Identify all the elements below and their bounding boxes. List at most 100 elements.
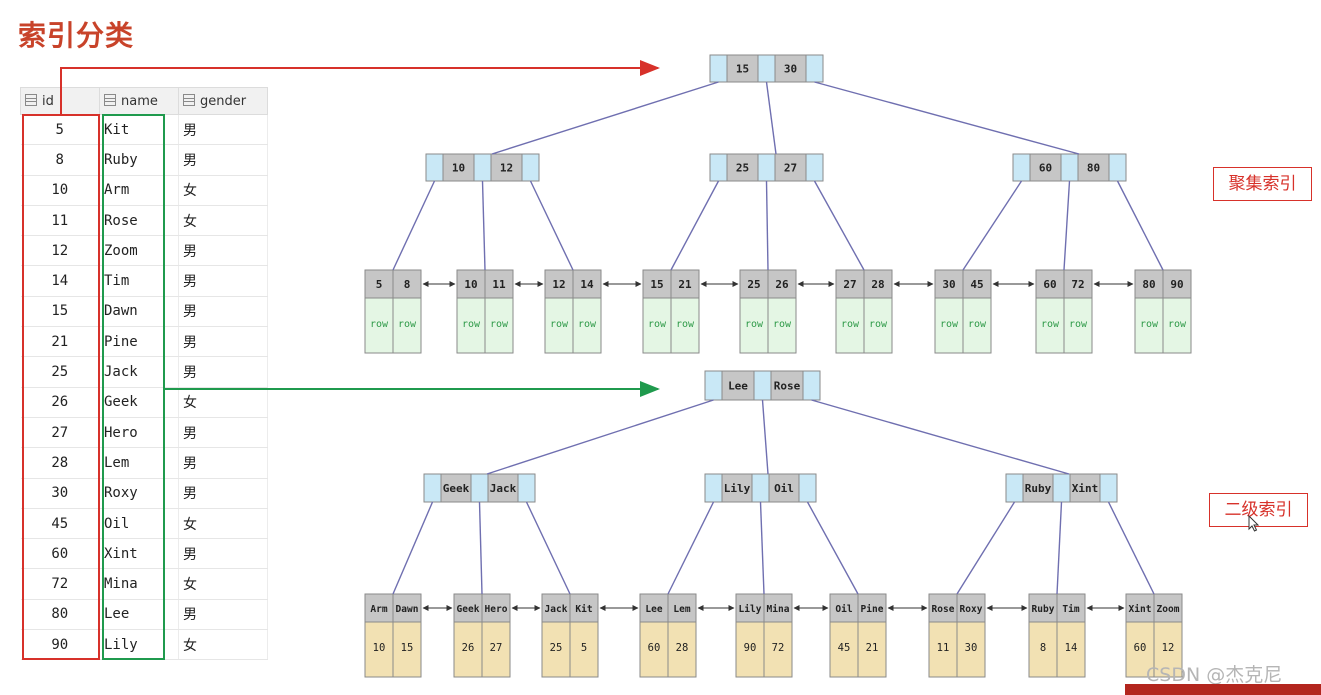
- cell-gender: 男: [178, 144, 268, 176]
- secondary-leaf-key: Lily: [739, 604, 762, 615]
- secondary-leaf-key-cell: [857, 593, 887, 623]
- clustered-root-key: 30: [784, 63, 797, 76]
- cell-name: Lily: [99, 629, 179, 661]
- secondary-leaf-key: Geek: [457, 604, 480, 615]
- clustered-internal-node-pointer-cell: [1012, 153, 1031, 182]
- secondary-leaf-value-cell: [453, 621, 483, 678]
- secondary-leaf-key: Hero: [485, 604, 508, 615]
- cell-id: 45: [20, 508, 100, 540]
- clustered-leaf-row-text: row: [773, 319, 792, 330]
- secondary-internal-node-key-cell: [487, 473, 519, 503]
- clustered-leaf-row-cell: [767, 297, 797, 354]
- clustered-leaf-row-text: row: [1069, 319, 1088, 330]
- clustered-leaf-row-cell: [739, 297, 769, 354]
- clustered-internal-node-key-cell: [1077, 153, 1110, 182]
- cell-gender: 男: [178, 326, 268, 358]
- clustered-internal-node-key: 10: [452, 162, 465, 175]
- clustered-internal-node-pointer-cell: [1060, 153, 1079, 182]
- secondary-leaf-key: Mina: [767, 604, 790, 615]
- clustered-internal-node-pointer-cell: [805, 153, 824, 182]
- clustered-leaf-row-cell: [962, 297, 992, 354]
- clustered-leaf-key-cell: [456, 269, 486, 299]
- cell-gender: 男: [178, 417, 268, 449]
- secondary-root-link: [761, 399, 769, 475]
- clustered-leaf-key: 10: [464, 278, 477, 291]
- footer-bar: [1125, 684, 1321, 695]
- secondary-leaf-value: 8: [1040, 642, 1046, 654]
- key-column-icon: [25, 93, 37, 106]
- clustered-internal-node-key: 80: [1087, 162, 1100, 175]
- clustered-leaf-row-text: row: [968, 319, 987, 330]
- secondary-internal-node-pointer-cell: [704, 473, 723, 503]
- secondary-internal-link: [806, 501, 859, 595]
- clustered-root-link: [814, 81, 1080, 155]
- column-header-gender[interactable]: gender: [178, 87, 268, 115]
- secondary-leaf-value-cell: [956, 621, 986, 678]
- clustered-internal-link: [1063, 180, 1071, 271]
- clustered-internal-node-pointer-cell: [521, 153, 540, 182]
- cell-id: 72: [20, 568, 100, 600]
- secondary-leaf-value: 27: [490, 642, 503, 654]
- cell-id: 14: [20, 265, 100, 297]
- clustered-internal-node-pointer-cell: [425, 153, 444, 182]
- column-header-name[interactable]: name: [99, 87, 179, 115]
- secondary-root-pointer-cell: [704, 370, 723, 401]
- secondary-internal-node-key-cell: [440, 473, 472, 503]
- secondary-leaf-key: Ruby: [1032, 604, 1055, 615]
- clustered-leaf-row-text: row: [578, 319, 597, 330]
- cell-name: Tim: [99, 265, 179, 297]
- clustered-internal-node-key-cell: [490, 153, 523, 182]
- clustered-leaf-key: 80: [1142, 278, 1155, 291]
- secondary-leaf-value: 11: [937, 642, 950, 654]
- cell-name: Arm: [99, 175, 179, 206]
- secondary-leaf-value: 28: [676, 642, 689, 654]
- secondary-leaf-key-cell: [481, 593, 511, 623]
- cell-id: 25: [20, 356, 100, 388]
- secondary-internal-link: [956, 501, 1016, 595]
- secondary-leaf-value-cell: [667, 621, 697, 678]
- clustered-leaf-row-text: row: [841, 319, 860, 330]
- cell-gender: 女: [178, 508, 268, 540]
- clustered-root-link: [765, 81, 777, 155]
- secondary-internal-node-pointer-cell: [470, 473, 489, 503]
- clustered-root-key-cell: [726, 54, 759, 83]
- clustered-leaf-row-text: row: [1168, 319, 1187, 330]
- secondary-leaf-value-cell: [1056, 621, 1086, 678]
- clustered-leaf-key: 90: [1170, 278, 1183, 291]
- cell-name: Kit: [99, 114, 179, 146]
- secondary-leaf-value-cell: [857, 621, 887, 678]
- clustered-internal-node-key-cell: [442, 153, 475, 182]
- cell-id: 21: [20, 326, 100, 358]
- cell-id: 90: [20, 629, 100, 661]
- secondary-leaf-value: 60: [1134, 642, 1147, 654]
- cell-id: 60: [20, 538, 100, 570]
- clustered-leaf-key-cell: [1134, 269, 1164, 299]
- secondary-internal-node-pointer-cell: [1052, 473, 1071, 503]
- name-column-highlight: [102, 114, 165, 660]
- clustered-root-link: [491, 81, 719, 155]
- clustered-leaf-key: 14: [580, 278, 594, 291]
- cell-gender: 男: [178, 447, 268, 479]
- column-icon: [104, 93, 116, 106]
- clustered-leaf-key: 5: [376, 278, 383, 291]
- cell-gender: 男: [178, 478, 268, 509]
